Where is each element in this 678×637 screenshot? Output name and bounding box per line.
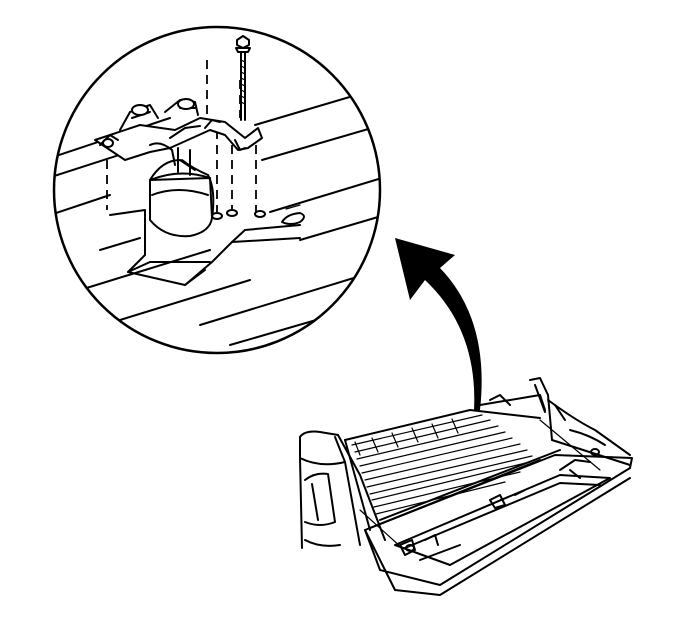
magnified-detail: [52, 25, 382, 355]
floor-ribs: [54, 87, 380, 346]
curved-arrow-icon: [395, 238, 482, 410]
bed-right-side: [489, 377, 631, 466]
bolt-icon: [235, 35, 251, 121]
detail-circle: [52, 25, 382, 355]
floor-opening: [109, 204, 305, 286]
detail-interior: [54, 35, 380, 346]
tailgate: [359, 419, 633, 596]
truck-bed: [299, 377, 633, 596]
hitch-receiver: [149, 147, 215, 238]
bed-left-side: [299, 430, 386, 549]
bolt-holes: [211, 209, 266, 220]
latch-bracket: [94, 98, 263, 166]
bed-floor: [344, 394, 546, 531]
